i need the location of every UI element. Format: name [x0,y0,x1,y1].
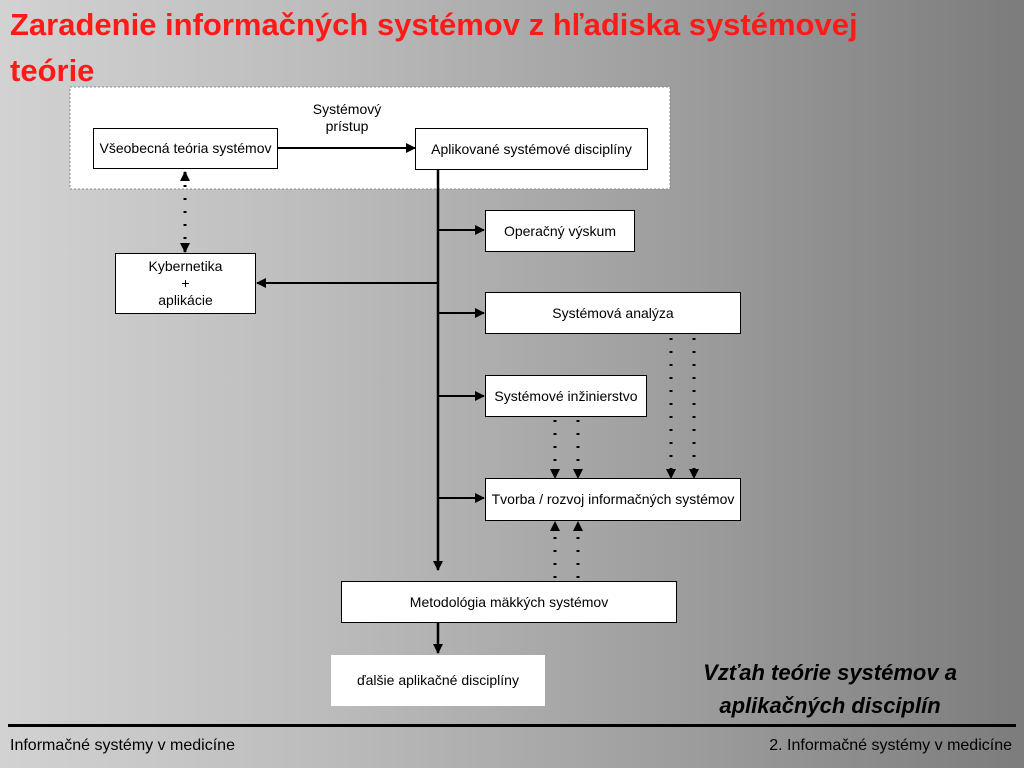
footer-course-name: Informačné systémy v medicíne [10,737,235,754]
footer-chapter-name: 2. Informačné systémy v medicíne [769,737,1012,754]
slide-title: Zaradenie informačných systémov z hľadis… [10,7,858,88]
node-kybernetika-aplikacie: Kybernetika + aplikácie [115,253,256,314]
node-systemova-analyza: Systémová analýza [485,292,741,334]
node-aplikovane-systemove-discipliny: Aplikované systémové disciplíny [415,128,648,170]
diagram-caption: Vzťah teórie systémov a aplikačných disc… [703,660,957,718]
node-operacny-vyskum: Operačný výskum [485,210,635,252]
edge-label-systemovy-pristup: Systémový prístup [312,101,382,134]
node-tvorba-rozvoj-is: Tvorba / rozvoj informačných systémov [485,478,741,521]
node-metodologia-makkych-systemov: Metodológia mäkkých systémov [341,581,677,623]
node-systemove-inzinierstvo: Systémové inžinierstvo [485,375,647,417]
node-vseobecna-teoria-systemov: Všeobecná teória systémov [93,128,278,169]
footer-divider [8,724,1016,727]
node-dalsie-aplikacne-discipliny: ďalšie aplikačné disciplíny [331,655,545,706]
